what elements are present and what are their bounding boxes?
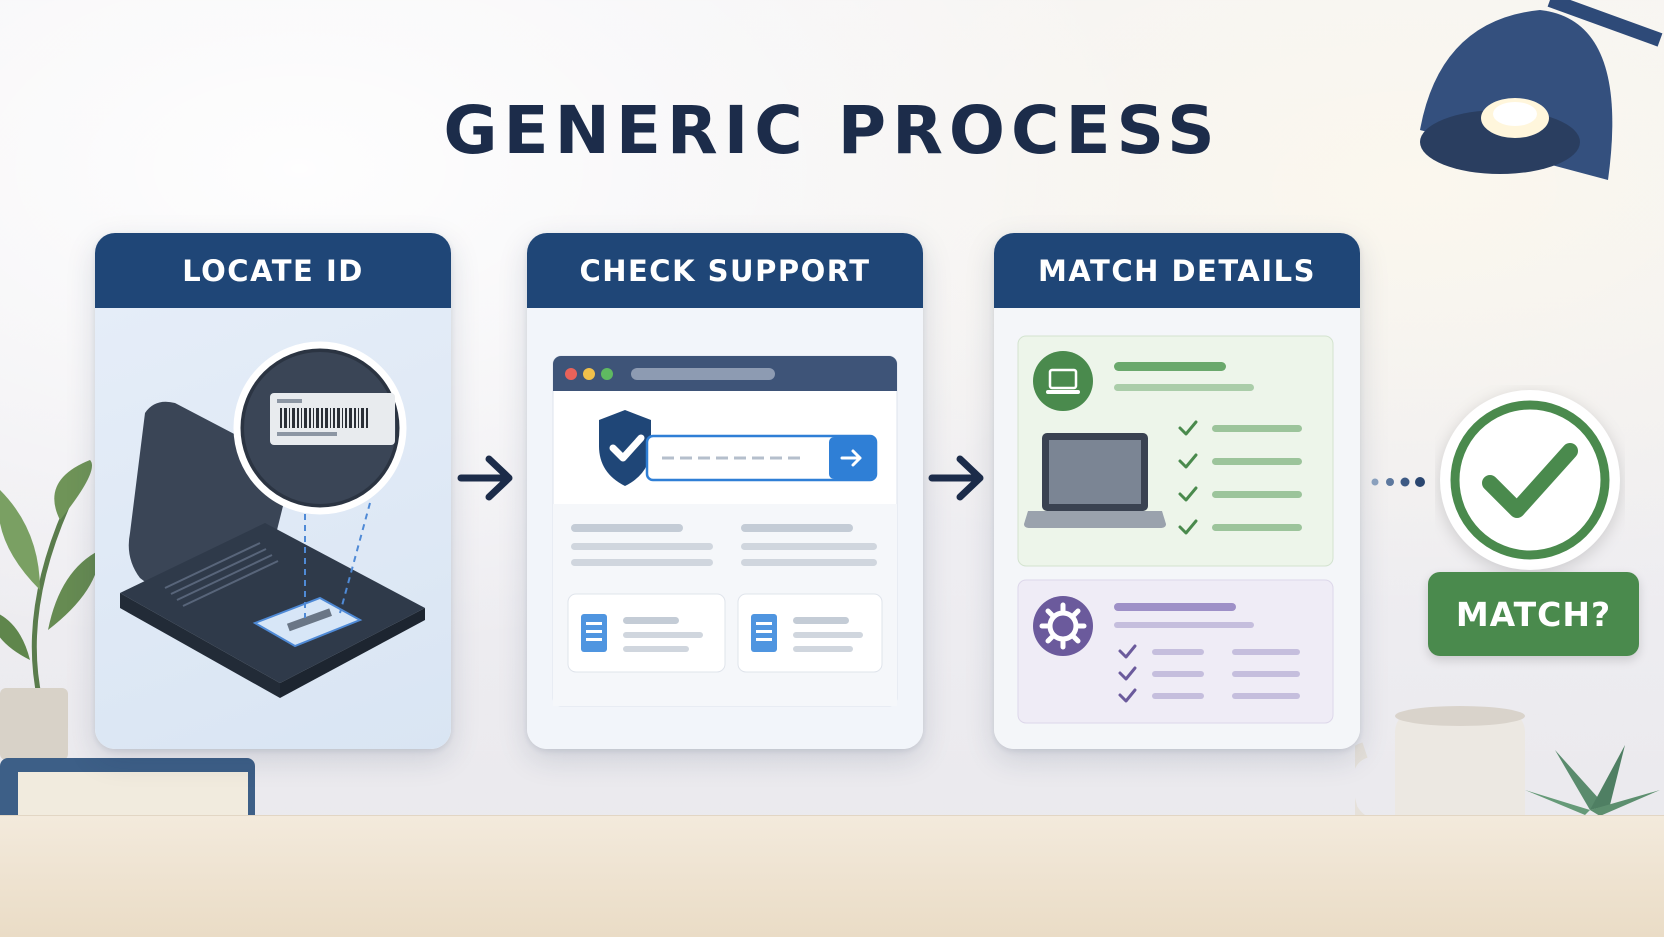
step-illustration (527, 308, 923, 749)
checkmark-circle-icon (1440, 390, 1620, 570)
potted-plant-illustration (0, 460, 100, 760)
step-title: LOCATE ID (95, 233, 451, 308)
desk-lamp-illustration (1420, 0, 1663, 180)
arrow-right-icon (928, 455, 984, 501)
page-title: GENERIC PROCESS (443, 92, 1221, 169)
dotted-connector (1371, 477, 1425, 487)
laptop-underside-illustration (120, 341, 425, 698)
step-card-match-details: MATCH DETAILS (994, 233, 1360, 749)
match-details-illustration (1017, 335, 1334, 724)
step-illustration (994, 308, 1360, 749)
desk-surface (0, 815, 1664, 937)
match-result-badge: MATCH? (1428, 572, 1639, 656)
step-card-check-support: CHECK SUPPORT (527, 233, 923, 749)
step-title: CHECK SUPPORT (527, 233, 923, 308)
step-title: MATCH DETAILS (994, 233, 1360, 308)
step-illustration (95, 308, 451, 749)
step-card-locate-id: LOCATE ID (95, 233, 451, 749)
arrow-right-icon (457, 455, 513, 501)
support-website-illustration (552, 355, 898, 707)
